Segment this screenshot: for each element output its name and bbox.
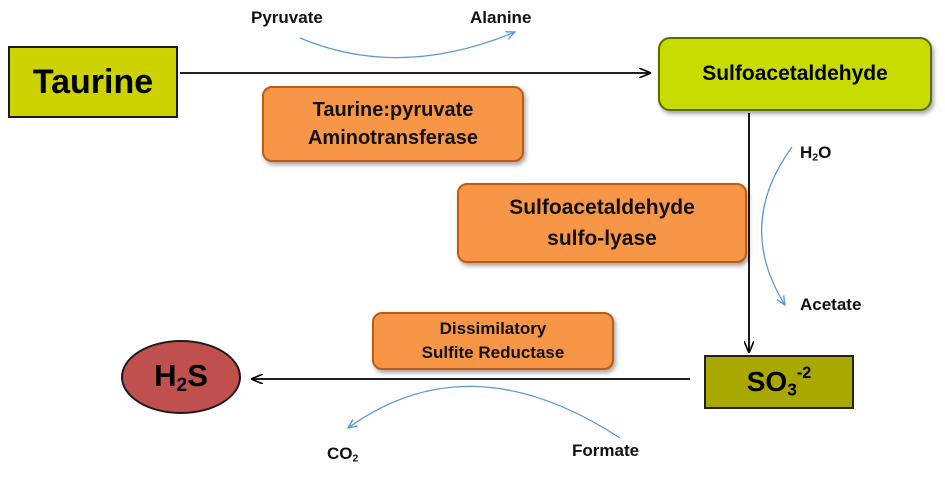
- enzyme-sulfoacetaldehyde-sulfo-lyase: Sulfoacetaldehyde sulfo-lyase: [457, 183, 747, 263]
- sulfoacetaldehyde-label: Sulfoacetaldehyde: [702, 62, 888, 85]
- enzyme-dissimilatory-sulfite-reductase: Dissimilatory Sulfite Reductase: [372, 312, 614, 370]
- co2-label: CO2: [327, 444, 359, 465]
- formate-label: Formate: [572, 441, 640, 460]
- sulfite-label: SO3-2: [746, 363, 812, 400]
- enzyme-name-line-1: Taurine:pyruvate: [312, 99, 474, 121]
- enzyme-name-line-1: Dissimilatory: [439, 319, 547, 338]
- taurine-node: Taurine: [8, 46, 178, 118]
- arrow-pyruvate-to-alanine: [299, 32, 515, 59]
- taurine-label: Taurine: [32, 62, 154, 101]
- hydrogen-sulfide-label: H2S: [154, 357, 208, 396]
- alanine-label: Alanine: [470, 8, 532, 27]
- enzyme-name-line-1: Sulfoacetaldehyde: [509, 196, 695, 219]
- pyruvate-label: Pyruvate: [251, 8, 323, 27]
- sulfoacetaldehyde-node: Sulfoacetaldehyde: [658, 37, 932, 111]
- arrow-formate-to-co2: [348, 385, 621, 439]
- arrow-water-to-acetate: [761, 146, 793, 305]
- enzyme-name-line-2: sulfo-lyase: [547, 227, 657, 250]
- sulfite-node: SO3-2: [704, 355, 854, 409]
- enzyme-name-line-2: Sulfite Reductase: [421, 343, 565, 362]
- enzyme-name-line-2: Aminotransferase: [307, 127, 479, 149]
- acetate-label: Acetate: [800, 295, 862, 314]
- enzyme-taurine-pyruvate-aminotransferase: Taurine:pyruvate Aminotransferase: [262, 86, 524, 162]
- hydrogen-sulfide-node: H2S: [121, 340, 241, 414]
- water-label: H2O: [800, 143, 832, 164]
